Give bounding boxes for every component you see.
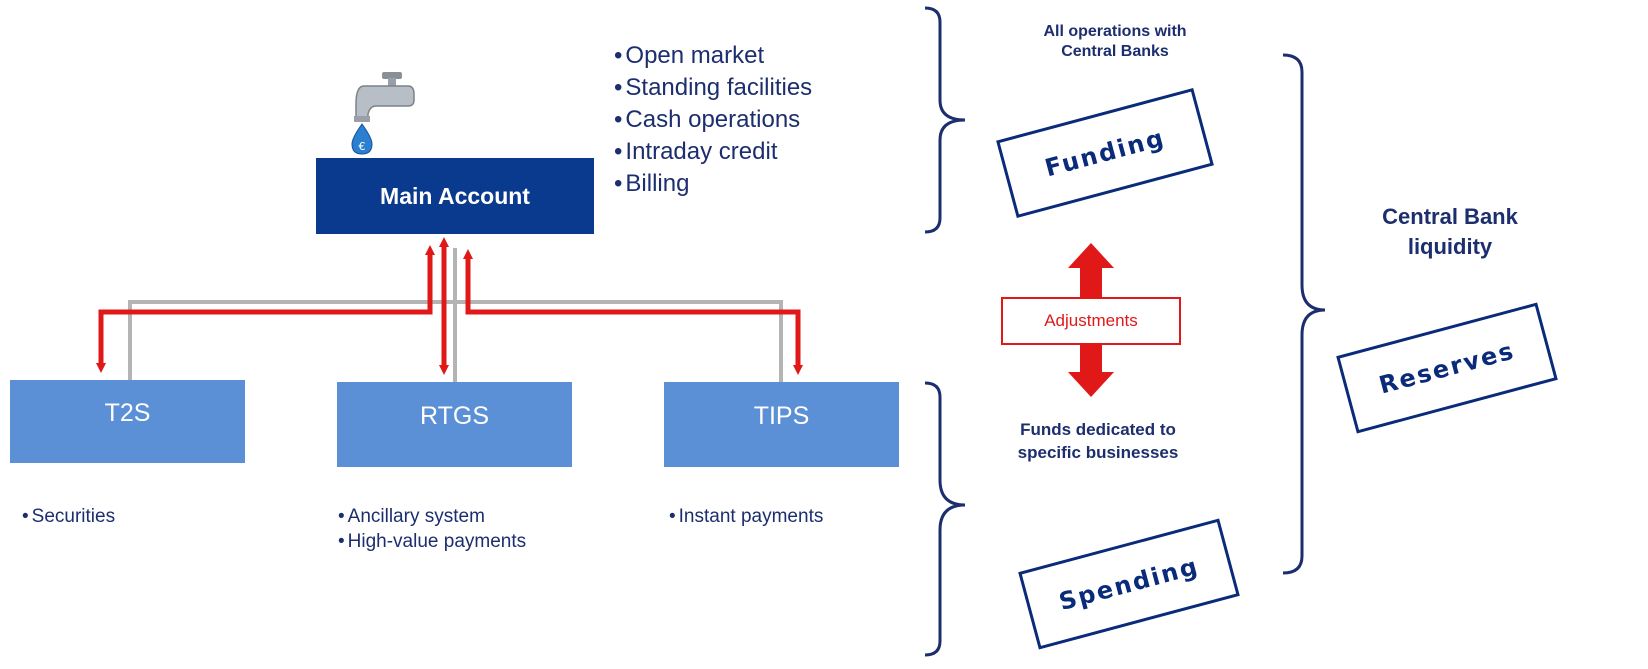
red-transfer-arrows [96, 237, 803, 375]
operations-list: Open market Standing facilities Cash ope… [614, 40, 812, 200]
funds-dedicated-label: Funds dedicated to specific businesses [1017, 420, 1179, 462]
list-item: Securities [22, 504, 115, 529]
adjustments-double-arrow [1068, 243, 1114, 397]
tips-box: TIPS [664, 382, 899, 467]
list-item: Instant payments [669, 504, 824, 529]
braces [924, 6, 1326, 657]
list-item: Standing facilities [614, 72, 812, 104]
central-bank-liquidity-label: Central Bank liquidity [1382, 204, 1518, 259]
list-item: Open market [614, 40, 812, 72]
list-item: Billing [614, 168, 812, 200]
funding-brace [924, 6, 966, 234]
tips-transfer-arrow [463, 249, 803, 375]
main-account-label: Main Account [380, 182, 530, 209]
rtgs-label: RTGS [420, 402, 489, 430]
tips-label: TIPS [753, 402, 810, 430]
t2s-box: T2S [10, 380, 245, 463]
t2s-uses-list: Securities [22, 504, 115, 529]
t2s-transfer-arrow [96, 245, 435, 373]
rtgs-uses-list: Ancillary system High-value payments [338, 504, 526, 554]
central-bank-liquidity-brace [1282, 53, 1326, 575]
list-item: Intraday credit [614, 136, 812, 168]
list-item: Ancillary system [338, 504, 526, 529]
funding-stamp-label: Funding [1041, 123, 1169, 183]
rtgs-box: RTGS [337, 382, 572, 467]
main-account-box: Main Account [316, 158, 594, 234]
tips-uses-list: Instant payments [669, 504, 824, 529]
adjustments-label: Adjustments [1044, 311, 1138, 330]
list-item: Cash operations [614, 104, 812, 136]
spending-brace [924, 381, 966, 657]
adjustments-box: Adjustments [1001, 297, 1181, 345]
euro-symbol-icon: € [359, 140, 366, 153]
all-operations-label: All operations with Central Banks [1043, 23, 1187, 60]
list-item: High-value payments [338, 529, 526, 554]
reserves-stamp-label: Reserves [1376, 336, 1518, 400]
spending-stamp-label: Spending [1056, 551, 1202, 617]
tap-icon: € [351, 72, 415, 155]
t2s-label: T2S [104, 399, 151, 427]
grey-connector-lines [128, 248, 783, 382]
